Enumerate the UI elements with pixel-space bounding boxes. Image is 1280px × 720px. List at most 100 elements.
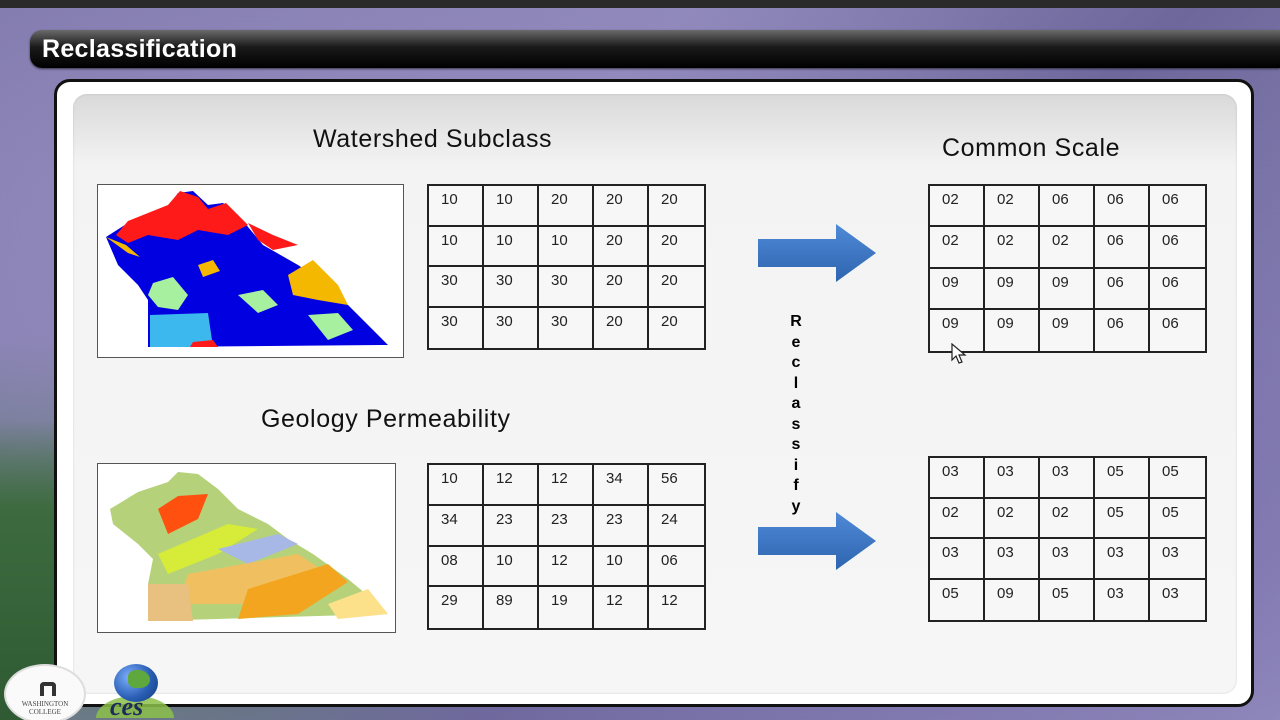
grid-cell: 30 (484, 267, 539, 308)
grid-cell: 10 (594, 546, 649, 588)
grid-cell: 20 (649, 227, 704, 267)
grid-cell: 10 (484, 546, 539, 588)
grid-cell: 23 (484, 505, 539, 547)
reclassify-letter: y (791, 497, 801, 515)
grid-cell: 03 (930, 458, 985, 499)
grid-cell: 06 (1095, 309, 1150, 351)
grid-cell: 09 (985, 268, 1040, 310)
grid-cell: 02 (930, 498, 985, 539)
grid-cell: 02 (1040, 227, 1095, 269)
grid-cell: 06 (1040, 186, 1095, 228)
watershed-map-graphic (106, 191, 388, 347)
grid-cell: 34 (594, 465, 649, 506)
grid-cell: 03 (1040, 458, 1095, 499)
reclassify-letter: l (793, 374, 799, 392)
grid-cell: 10 (539, 226, 594, 267)
geology-heading: Geology Permeability (261, 405, 511, 433)
grid-cell: 30 (429, 267, 484, 308)
geology-map-graphic (110, 472, 388, 621)
grid-cell: 10 (429, 226, 484, 267)
common-scale-grid-bottom: 03 03 03 05 05 02 02 02 05 05 03 03 03 0… (928, 456, 1207, 622)
grid-cell: 24 (649, 506, 704, 547)
grid-cell: 20 (539, 186, 594, 227)
reclassify-letter: e (791, 333, 801, 351)
grid-cell: 20 (594, 267, 649, 308)
grid-cell: 09 (930, 268, 985, 310)
grid-cell: 20 (661, 312, 678, 330)
grid-cell: 03 (1095, 539, 1150, 580)
grid-cell: 29 (429, 587, 484, 628)
grid-cell: 05 (1095, 458, 1150, 499)
grid-cell: 30 (484, 307, 539, 348)
common-scale-grid-top: 02 02 06 06 06 02 02 02 06 06 09 09 09 0… (928, 184, 1207, 353)
grid-cell: 12 (539, 546, 594, 588)
grid-cell: 06 (1095, 227, 1150, 269)
grid-cell: 06 (1150, 227, 1205, 269)
grid-cell: 02 (930, 227, 985, 269)
grid-cell: 03 (1095, 579, 1150, 620)
reclassify-letter: a (791, 395, 801, 412)
grid-cell: 03 (1162, 584, 1179, 602)
grid-cell: 34 (429, 505, 484, 547)
grid-cell: 05 (1040, 579, 1095, 620)
mouse-cursor-icon (951, 343, 967, 364)
grid-cell: 06 (1095, 186, 1150, 228)
arch-icon (40, 682, 56, 696)
ces-logo: ces (96, 664, 176, 720)
grid-cell: 03 (1150, 539, 1205, 580)
reclassify-letter: c (791, 354, 801, 371)
grid-cell: 08 (429, 546, 484, 588)
top-border (0, 0, 1280, 8)
reclassify-letter: i (793, 456, 799, 474)
grid-cell: 09 (930, 309, 985, 351)
reclassify-label: R e c l a s s i f y (786, 312, 806, 517)
grid-cell: 09 (1040, 268, 1095, 310)
geology-value-grid: 10 12 12 34 56 34 23 23 23 24 08 10 12 1… (427, 463, 706, 630)
grid-cell: 23 (594, 505, 649, 547)
grid-cell: 09 (985, 579, 1040, 620)
arrow-right-icon (758, 512, 876, 570)
washington-college-label: WASHINGTON COLLEGE (21, 700, 69, 716)
grid-cell: 30 (539, 267, 594, 308)
reclassify-letter: s (791, 415, 801, 433)
leaf-icon (96, 696, 174, 718)
globe-icon (114, 664, 158, 702)
grid-cell: 89 (484, 587, 539, 628)
grid-cell: 30 (539, 307, 594, 348)
grid-cell: 02 (1040, 498, 1095, 539)
grid-cell: 03 (985, 539, 1040, 580)
grid-cell: 19 (539, 587, 594, 628)
ces-label: ces (110, 692, 144, 720)
grid-cell: 03 (1040, 539, 1095, 580)
grid-cell: 20 (594, 186, 649, 227)
grid-cell: 02 (985, 227, 1040, 269)
grid-cell: 20 (594, 226, 649, 267)
grid-cell: 12 (539, 465, 594, 506)
grid-cell: 06 (1095, 268, 1150, 310)
grid-cell: 06 (1150, 186, 1205, 228)
grid-cell: 06 (649, 547, 704, 588)
grid-cell: 05 (1150, 458, 1205, 499)
grid-cell: 56 (649, 465, 704, 506)
reclassify-letter: R (790, 313, 802, 330)
grid-cell: 09 (1040, 309, 1095, 351)
grid-cell: 23 (539, 505, 594, 547)
grid-cell: 06 (1162, 314, 1179, 332)
grid-cell: 02 (985, 186, 1040, 228)
grid-cell: 03 (985, 458, 1040, 499)
grid-cell: 09 (985, 309, 1040, 351)
arrow-right-icon (758, 224, 876, 282)
grid-cell: 30 (429, 307, 484, 348)
grid-cell: 05 (1150, 499, 1205, 539)
watershed-heading: Watershed Subclass (313, 125, 553, 153)
watershed-map-image (97, 184, 404, 358)
common-scale-heading: Common Scale (942, 134, 1121, 162)
grid-cell: 10 (429, 186, 484, 227)
grid-cell: 10 (484, 226, 539, 267)
grid-cell: 03 (930, 539, 985, 580)
grid-cell: 20 (649, 186, 704, 227)
grid-cell: 20 (649, 267, 704, 308)
reclassify-letter: s (791, 436, 801, 453)
grid-cell: 12 (594, 587, 649, 628)
grid-cell: 10 (429, 465, 484, 506)
